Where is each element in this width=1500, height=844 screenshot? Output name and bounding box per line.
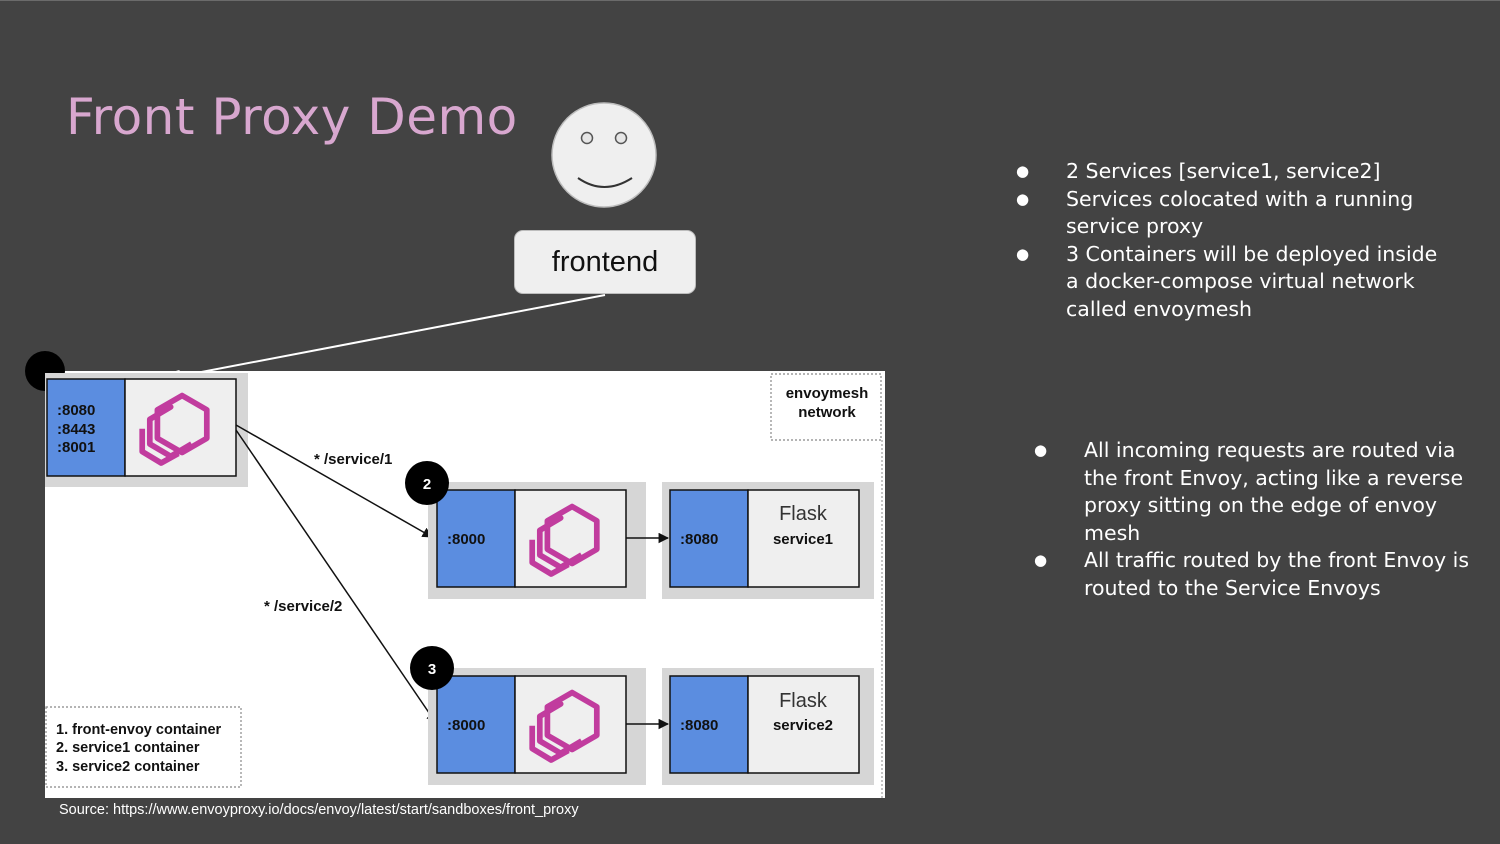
service2-envoy-port: :8000 [447,717,485,734]
front-envoy-container: :8080 :8443 :8001 [45,373,248,487]
service2-name: service2 [773,717,833,734]
slide-title: Front Proxy Demo [66,88,518,146]
legend-item-3: 3. service2 container [56,759,200,775]
front-port-8001: :8001 [57,439,95,456]
bullet-item: 2 Services [service1, service2] [1016,158,1456,186]
bullet-item: All traffic routed by the front Envoy is… [1034,547,1474,602]
bullet-item: Services colocated with a running servic… [1016,186,1456,241]
service1-flask-logo: Flask [779,503,828,525]
diagram-legend: 1. front-envoy container 2. service1 con… [45,706,242,788]
node-3-label: 3 [428,661,436,678]
route-arrow-service2 [235,429,437,724]
source-citation: Source: https://www.envoyproxy.io/docs/e… [59,802,579,818]
service2-app-port: :8080 [680,717,718,734]
network-label: envoymesh network [770,373,882,441]
route-arrow-service1 [235,424,433,538]
frontend-box: frontend [514,230,696,294]
node-2-marker [405,461,449,505]
service1-app-port: :8080 [680,531,718,548]
front-port-8080: :8080 [57,402,95,419]
service1-container: :8000 :8080 Flask service1 [428,482,874,599]
front-port-8443: :8443 [57,421,95,438]
service2-flask-logo: Flask [779,690,828,712]
frontend-label: frontend [551,245,659,278]
service1-name: service1 [773,531,833,548]
route-label-service1: * /service/1 [314,451,392,468]
bullet-list-bottom: All incoming requests are routed via the… [1034,437,1474,602]
service2-container: :8000 :8080 Flask service2 [428,668,874,785]
bullet-item: 3 Containers will be deployed inside a d… [1016,241,1456,324]
slide-top-border [0,0,1500,1]
smiley-face-icon [551,102,657,208]
network-label-line1: envoymesh [786,385,869,402]
service1-envoy-port: :8000 [447,531,485,548]
legend-item-2: 2. service1 container [56,740,200,756]
frontend-connector-line [170,294,606,378]
legend-item-1: 1. front-envoy container [56,722,222,738]
bullet-list-top: 2 Services [service1, service2] Services… [1016,158,1456,323]
network-label-line2: network [798,404,856,421]
node-3-marker [410,646,454,690]
bullet-item: All incoming requests are routed via the… [1034,437,1474,547]
route-label-service2: * /service/2 [264,598,342,615]
node-2-label: 2 [423,476,431,493]
